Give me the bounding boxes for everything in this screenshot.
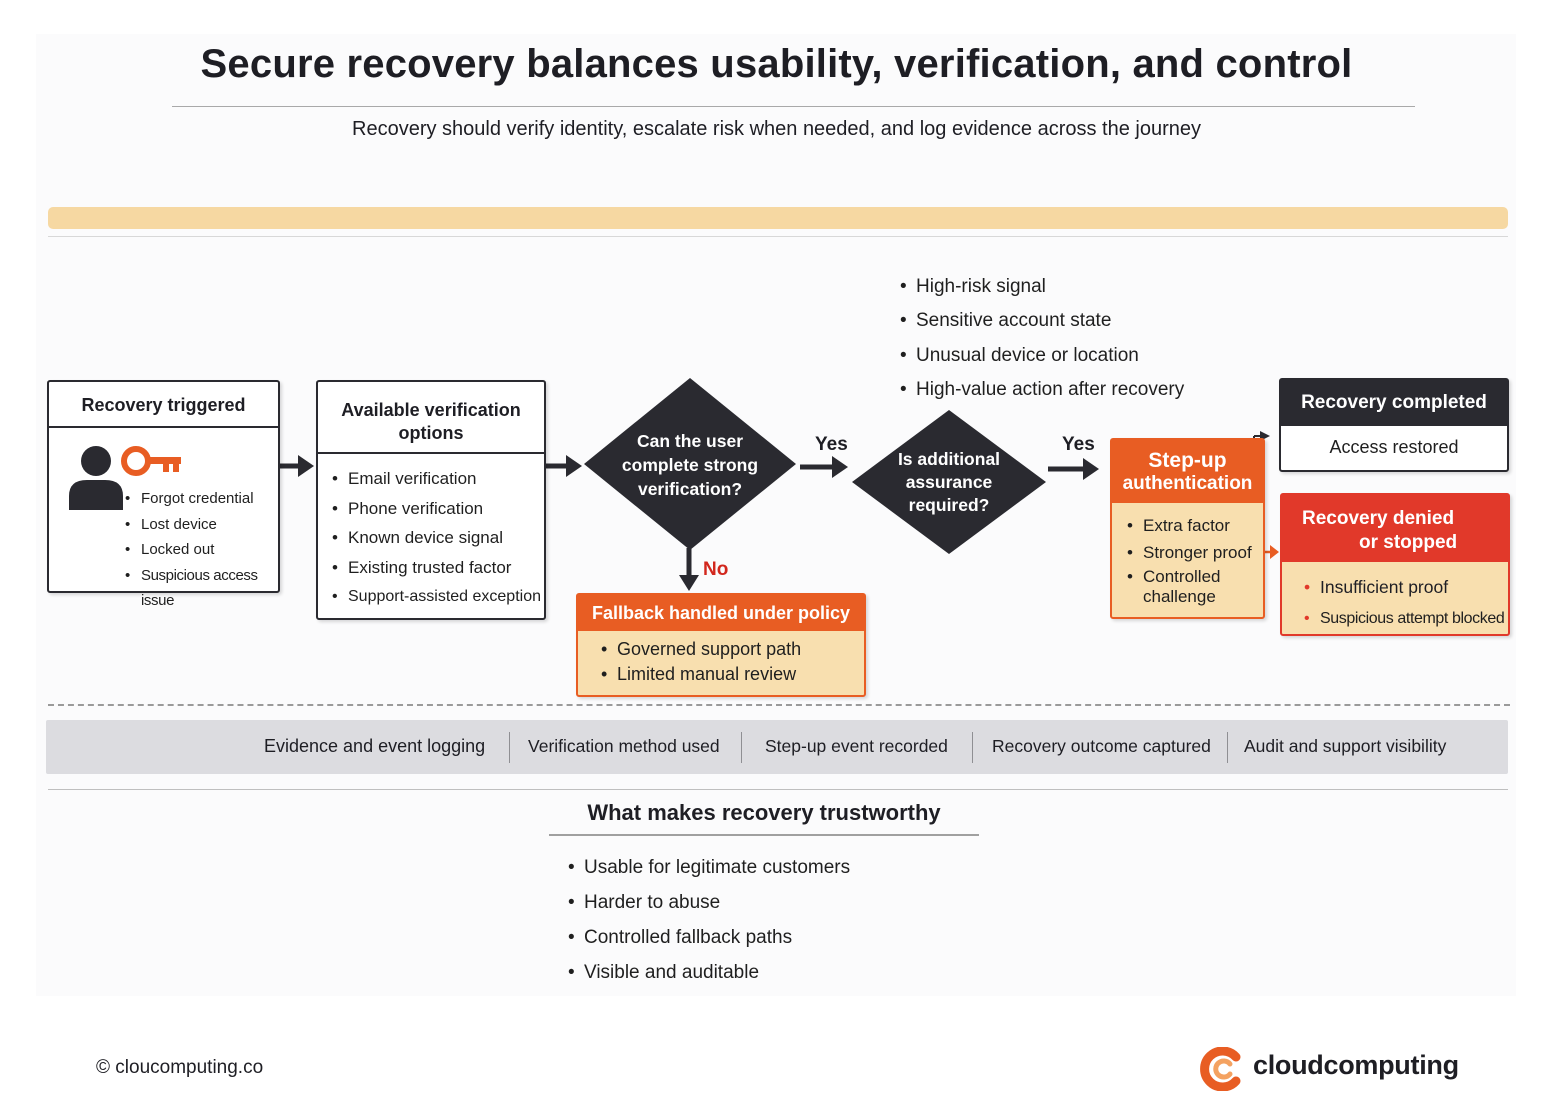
decision-text: Is additional assurance required? (850, 448, 1048, 517)
no-label: No (703, 559, 729, 580)
heading-line: Recovery denied (1302, 508, 1455, 529)
decision-line: required? (908, 495, 990, 515)
step-up-box: Step-up authentication Extra factor Stro… (1110, 438, 1265, 619)
logging-divider (509, 732, 510, 763)
recovery-completed-box: Recovery completed Access restored (1279, 378, 1509, 472)
page-subtitle: Recovery should verify identity, escalat… (352, 118, 1201, 140)
trigger-list: Forgot credential Lost device Locked out… (125, 486, 278, 614)
box-divider (318, 452, 544, 454)
list-item: Suspicious attempt blocked (1304, 603, 1505, 634)
list-item: Limited manual review (601, 662, 801, 687)
recovery-triggered-box: Recovery triggered Forgot credential Los… (47, 380, 280, 609)
trust-heading: What makes recovery trustworthy (587, 800, 941, 825)
verification-options-list: Email verification Phone verification Kn… (332, 464, 541, 612)
decision-line: complete strong (621, 455, 759, 475)
recovery-completed-body: Access restored (1329, 437, 1459, 457)
decision-line: verification? (637, 479, 743, 499)
trust-list: Usable for legitimate customers Harder t… (568, 850, 850, 990)
recovery-triggered-heading: Recovery triggered (81, 395, 246, 415)
logging-item: Audit and support visibility (1244, 736, 1447, 756)
list-item: Visible and auditable (568, 955, 850, 990)
logging-item: Recovery outcome captured (992, 736, 1211, 756)
verification-options-heading: Available verification options (341, 400, 521, 443)
recovery-denied-box: Recovery denied or stopped Insufficient … (1280, 493, 1510, 636)
list-item: Governed support path (601, 637, 801, 662)
fallback-heading: Fallback handled under policy (578, 595, 864, 631)
fallback-list: Governed support path Limited manual rev… (601, 637, 801, 687)
logging-divider (741, 732, 742, 763)
logging-divider (972, 732, 973, 763)
list-item: Known device signal (332, 523, 541, 553)
verification-options-box: Available verification options Email ver… (316, 380, 546, 620)
section-dashed-divider (48, 704, 1510, 706)
arrow-right-icon (1048, 458, 1099, 480)
list-item: Usable for legitimate customers (568, 850, 850, 885)
list-item: Lost device (125, 512, 278, 538)
header-banner (48, 207, 1508, 229)
list-item: High-value action after recovery (900, 373, 1184, 408)
list-item: Controlled challenge (1127, 567, 1237, 607)
arrow-right-icon (800, 456, 848, 478)
additional-assurance-decision: Is additional assurance required? (850, 408, 1048, 556)
list-item: Harder to abuse (568, 885, 850, 920)
list-item: Unusual device or location (900, 339, 1184, 374)
diagram-canvas (36, 34, 1516, 996)
step-up-list: Extra factor Stronger proof Controlled c… (1127, 514, 1252, 607)
user-icon (69, 446, 123, 510)
list-item: Suspicious access issue (125, 563, 278, 614)
arrow-right-icon (280, 455, 314, 477)
decision-diamond-shape (852, 410, 1046, 554)
logging-item: Evidence and event logging (264, 736, 486, 756)
yes-label: Yes (815, 434, 848, 455)
arrow-right-icon (1265, 545, 1279, 559)
list-item: Extra factor (1127, 514, 1252, 538)
heading-line: Step-up (1148, 449, 1227, 472)
list-item: Phone verification (332, 494, 541, 524)
decision-diamond-shape (584, 378, 796, 550)
strong-verification-decision: Can the user complete strong verificatio… (582, 376, 798, 552)
list-item: Existing trusted factor (332, 553, 541, 583)
logging-item: Verification method used (528, 736, 720, 756)
risk-signals-list: High-risk signal Sensitive account state… (900, 270, 1184, 407)
list-item: Forgot credential (125, 486, 278, 512)
heading-line: authentication (1122, 473, 1253, 494)
brand-logo-icon (1200, 1047, 1241, 1091)
list-item: Support-assisted exception (332, 582, 541, 612)
list-item: Email verification (332, 464, 541, 494)
decision-text: Can the user complete strong verificatio… (582, 429, 798, 501)
copyright-text: © cloucomputing.co (96, 1057, 264, 1078)
recovery-denied-list: Insufficient proof Suspicious attempt bl… (1304, 572, 1505, 634)
recovery-completed-heading: Recovery completed (1281, 380, 1507, 426)
recovery-denied-heading: Recovery denied or stopped (1282, 495, 1508, 562)
key-icon (121, 446, 181, 476)
page-title: Secure recovery balances usability, veri… (200, 42, 1353, 86)
logging-divider (1227, 732, 1228, 763)
box-divider (49, 426, 278, 428)
decision-line: Is additional (897, 449, 1001, 469)
heading-line: or stopped (1359, 532, 1458, 553)
list-item: Locked out (125, 537, 278, 563)
step-up-heading: Step-up authentication (1112, 440, 1263, 503)
arrow-down-icon (679, 548, 699, 591)
bottom-divider (48, 789, 1508, 790)
list-item: Insufficient proof (1304, 572, 1504, 603)
decision-line: assurance (905, 472, 993, 492)
banner-divider (48, 236, 1508, 237)
decision-line: Can the user (637, 431, 743, 451)
logging-bar: Evidence and event logging Verification … (46, 720, 1508, 774)
brand-name: cloudcomputing (1253, 1050, 1459, 1080)
trust-divider (549, 834, 979, 836)
list-item: Stronger proof (1127, 541, 1252, 565)
title-divider (172, 106, 1415, 107)
brand-logo: cloudcomputing (1200, 1044, 1470, 1094)
arrow-right-icon (546, 455, 582, 477)
yes-label: Yes (1062, 434, 1095, 455)
list-item: High-risk signal (900, 270, 1184, 305)
logging-item: Step-up event recorded (765, 736, 948, 756)
list-item: Sensitive account state (900, 304, 1184, 339)
list-item: Controlled fallback paths (568, 920, 850, 955)
fallback-box: Fallback handled under policy Governed s… (576, 593, 866, 697)
